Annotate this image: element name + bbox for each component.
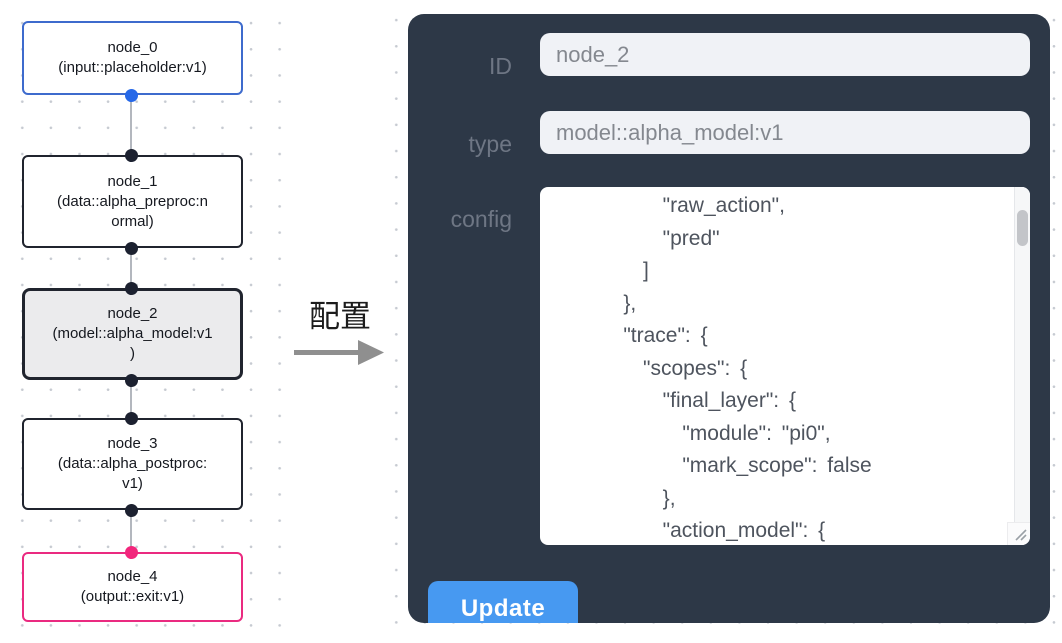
port-handle-node0-bottom[interactable] (125, 89, 138, 102)
node-config-panel: ID type config "raw_action", "pred" ] },… (408, 14, 1050, 623)
port-handle-node4-top[interactable] (125, 546, 138, 559)
flow-node-node_3[interactable]: node_3 (data::alpha_postproc: v1) (22, 418, 243, 510)
transfer-label: 配置 (309, 299, 371, 334)
flow-node-node_2-selected[interactable]: node_2 (model::alpha_model:v1 ) (22, 288, 243, 380)
edge-node2-node3 (130, 380, 132, 418)
type-field-label: type (468, 131, 512, 157)
scroll-corner (1007, 522, 1030, 545)
port-handle-node2-bottom[interactable] (125, 374, 138, 387)
edge-node0-node1 (130, 95, 132, 155)
port-handle-node3-top[interactable] (125, 412, 138, 425)
resize-handle-icon[interactable] (1012, 526, 1028, 542)
id-input[interactable] (540, 33, 1030, 76)
port-handle-node2-top[interactable] (125, 282, 138, 295)
flow-node-node_4[interactable]: node_4 (output::exit:v1) (22, 552, 243, 622)
scrollbar-thumb[interactable] (1017, 210, 1028, 246)
port-handle-node1-top[interactable] (125, 149, 138, 162)
config-json-text[interactable]: "raw_action", "pred" ] }, "trace": { "sc… (623, 194, 872, 542)
edge-node3-node4 (130, 510, 132, 552)
flow-node-node_0[interactable]: node_0 (input::placeholder:v1) (22, 21, 243, 95)
port-handle-node1-bottom[interactable] (125, 242, 138, 255)
id-field-label: ID (489, 53, 512, 79)
config-field-label: config (450, 206, 512, 232)
transfer-annotation: 配置 (292, 299, 388, 366)
edge-node1-node2 (130, 248, 132, 288)
config-json-editor[interactable]: "raw_action", "pred" ] }, "trace": { "sc… (540, 187, 1030, 545)
config-scrollbar[interactable] (1014, 187, 1030, 523)
flow-node-node_1[interactable]: node_1 (data::alpha_preproc:n ormal) (22, 155, 243, 248)
update-button[interactable]: Update (428, 581, 578, 623)
port-handle-node3-bottom[interactable] (125, 504, 138, 517)
type-input[interactable] (540, 111, 1030, 154)
arrow-right-icon (294, 340, 384, 365)
